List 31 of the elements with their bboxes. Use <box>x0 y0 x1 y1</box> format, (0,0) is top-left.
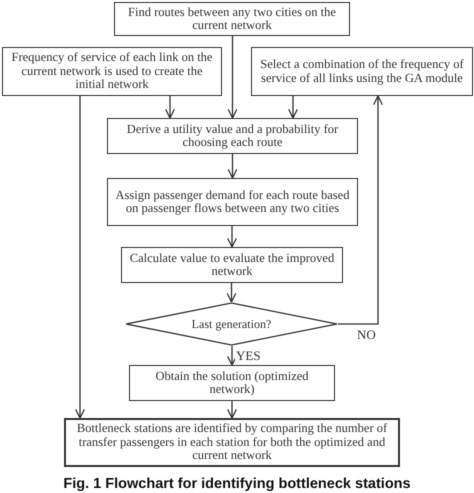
arrow <box>288 96 298 119</box>
step-text: Assign passenger demand for each route based on passenger flows between any two cities <box>114 188 350 216</box>
process-box <box>121 247 343 283</box>
step-text: Select a combination of the frequency of service of all links using the GA module <box>259 58 465 85</box>
process-box <box>64 418 400 467</box>
arrow <box>164 96 176 119</box>
step-text: Calculate value to evaluate the improved network <box>128 252 336 278</box>
decision-diamond <box>125 302 338 346</box>
process-box <box>107 178 358 226</box>
arrow <box>338 95 384 325</box>
arrow <box>74 96 86 419</box>
process-box <box>107 118 358 154</box>
process-box <box>251 47 473 96</box>
step-text: Last generation? <box>190 318 272 330</box>
edge-label: YES <box>235 349 262 362</box>
edge-label: NO <box>356 328 377 341</box>
arrow <box>227 154 238 179</box>
arrow <box>226 346 238 366</box>
process-box <box>114 2 350 36</box>
arrow <box>226 283 237 303</box>
arrow <box>226 401 238 419</box>
arrow <box>227 36 238 119</box>
step-text: Derive a utility value and a probability for choosing each route <box>126 122 340 150</box>
process-box <box>129 365 335 401</box>
step-text: Frequency of service of each link on the current network is used to create the initial network <box>10 51 214 92</box>
step-text: Find routes between any two cities on the current network <box>127 6 337 32</box>
step-text: Bottleneck stations are identified by comparing the number of transfer passengers in each station for both the optimized and current network <box>76 422 388 463</box>
step-text: Obtain the solution (optimized network) <box>154 370 310 396</box>
process-box <box>2 47 222 96</box>
arrow <box>226 226 238 248</box>
figure-caption: Fig. 1 Flowchart for identifying bottleneck stations <box>62 476 412 492</box>
